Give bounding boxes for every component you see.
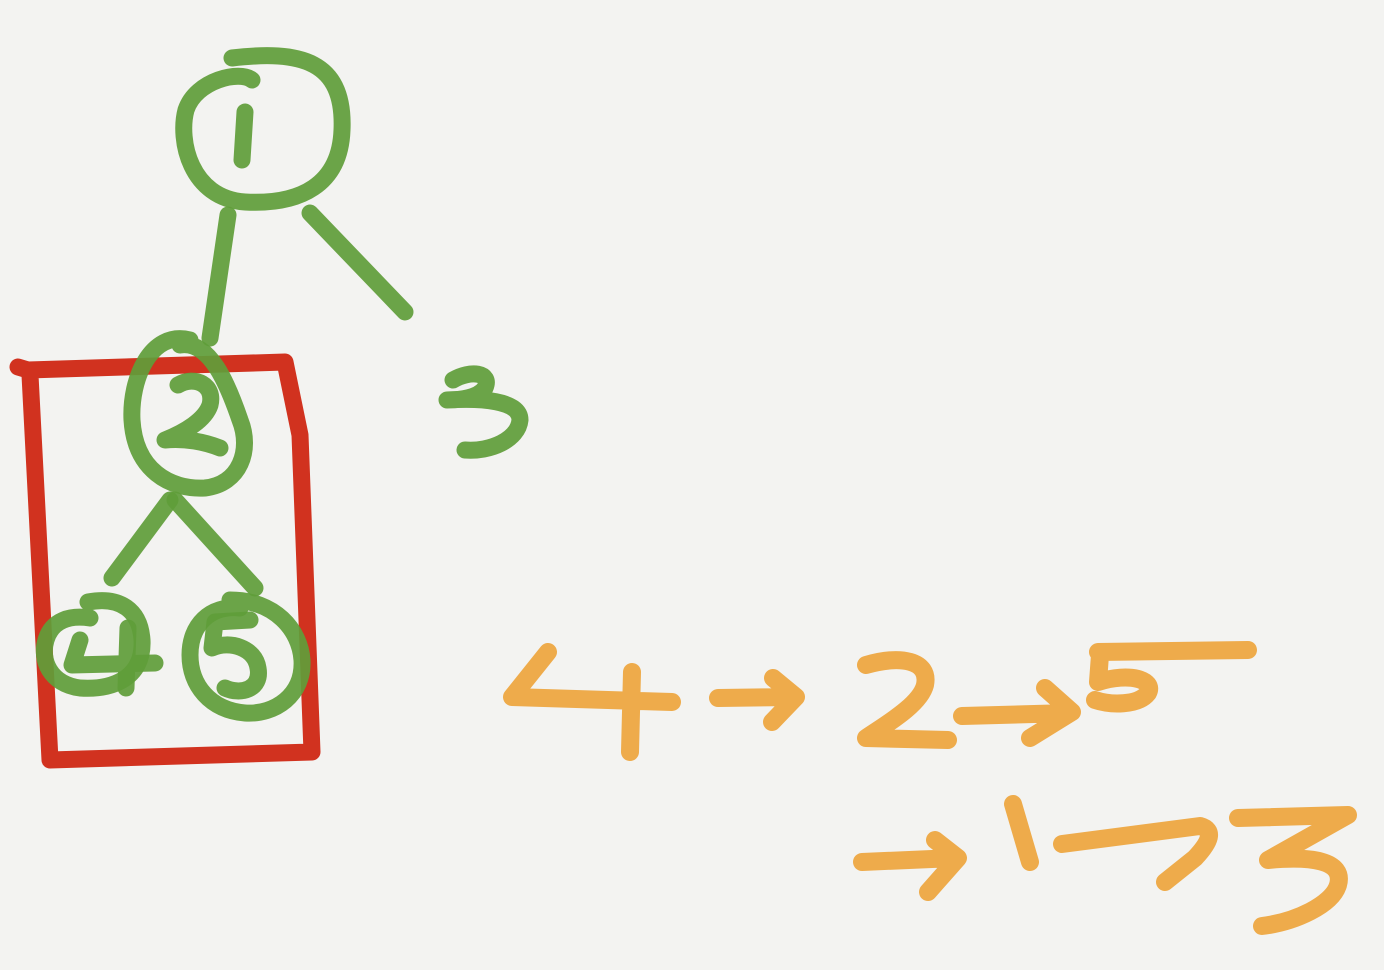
traversal-item-2 — [857, 651, 957, 749]
traversal-arrow-3 — [853, 831, 967, 901]
edge-1-2 — [201, 206, 237, 347]
traversal-item-4 — [503, 643, 681, 761]
traversal-sequence — [503, 641, 1357, 935]
tree-node-2 — [123, 330, 253, 497]
traversal-arrow-1 — [709, 669, 805, 731]
edge-1-3 — [301, 204, 414, 321]
subtree-highlight-box — [9, 353, 321, 769]
node-5-circle — [181, 591, 311, 722]
traversal-item-1 — [1004, 795, 1039, 871]
node-1-digit — [233, 103, 254, 169]
edge-2-5 — [166, 491, 264, 597]
tree-node-3 — [438, 365, 529, 459]
traversal-arrow-2 — [953, 679, 1081, 747]
tree-node-1 — [175, 47, 351, 211]
tree-node-4 — [35, 592, 164, 697]
node-5-digit — [203, 611, 267, 700]
traversal-arrow-4 — [1053, 817, 1218, 891]
node-2-circle — [123, 330, 253, 497]
traversal-item-3 — [1229, 806, 1357, 935]
node-3-digit — [438, 365, 529, 459]
tree-node-5 — [181, 591, 311, 722]
node-4-circle — [35, 592, 151, 697]
traversal-item-5 — [1086, 641, 1257, 713]
node-2-digit — [156, 372, 229, 457]
edge-2-4 — [103, 491, 179, 587]
node-1-circle — [175, 47, 351, 211]
node-4-digit — [63, 619, 164, 697]
